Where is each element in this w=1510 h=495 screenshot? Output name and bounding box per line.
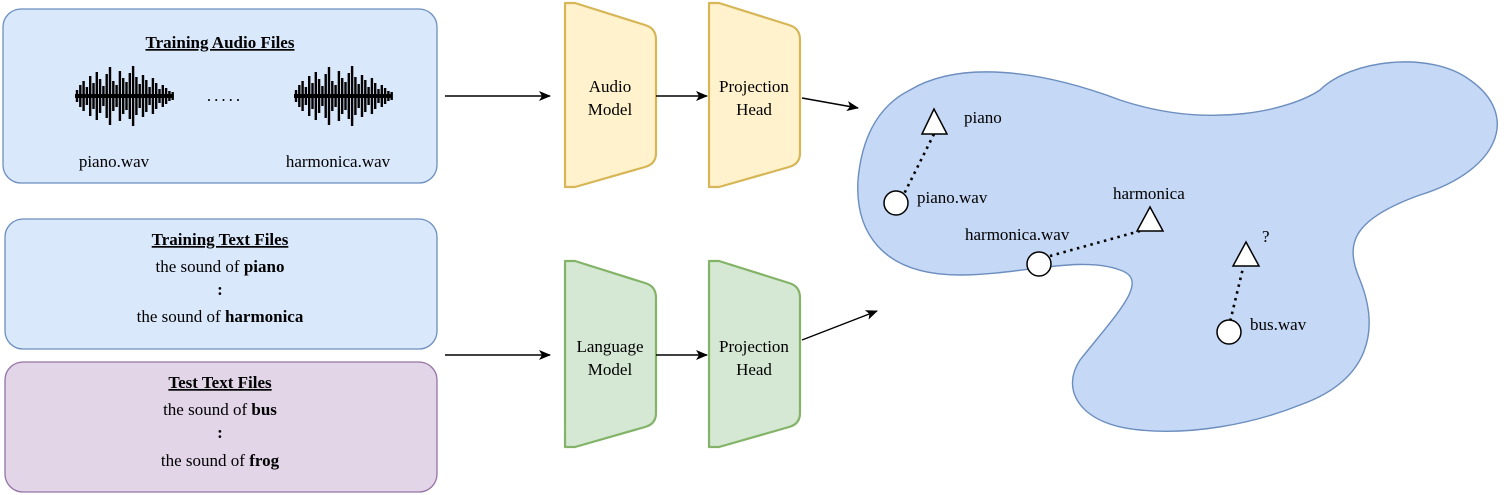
language-model-label: Model bbox=[588, 360, 633, 379]
circle-marker bbox=[1026, 251, 1052, 277]
text-line: the sound of harmonica bbox=[137, 307, 304, 326]
training-audio-title: Training Audio Files bbox=[146, 33, 295, 52]
audio-model-label: Model bbox=[588, 100, 633, 119]
vertical-ellipsis: : bbox=[217, 423, 223, 442]
embedding-label: ? bbox=[1262, 227, 1270, 246]
text-line: the sound of frog bbox=[161, 451, 280, 470]
test-text-title: Test Text Files bbox=[168, 373, 272, 392]
vertical-ellipsis: : bbox=[217, 280, 223, 299]
projection-head-block: Projection Head bbox=[707, 259, 802, 449]
audio-model-label: Audio bbox=[589, 77, 632, 96]
triangle-marker bbox=[1231, 240, 1261, 267]
audio-file-label: piano.wav bbox=[79, 152, 150, 171]
embedding-label: bus.wav bbox=[1250, 315, 1307, 334]
projection-head-block: Projection Head bbox=[707, 1, 802, 189]
embedding-space: piano piano.wav harmonica harmonica.wav … bbox=[857, 61, 1498, 432]
circle-marker bbox=[1216, 319, 1242, 345]
projection-head-label: Head bbox=[736, 100, 772, 119]
ellipsis: ..... bbox=[207, 86, 243, 105]
embedding-label: piano bbox=[964, 108, 1002, 127]
text-line: the sound of bus bbox=[163, 400, 277, 419]
language-model-block: Language Model bbox=[563, 259, 658, 449]
embedding-label: harmonica.wav bbox=[965, 225, 1070, 244]
arrow bbox=[801, 310, 878, 341]
arrow bbox=[801, 97, 859, 111]
link-dotted bbox=[1049, 229, 1141, 258]
triangle-marker bbox=[920, 107, 949, 135]
waveform-icon bbox=[75, 66, 174, 126]
projection-head-label: Projection bbox=[719, 77, 789, 96]
audio-file-label: harmonica.wav bbox=[286, 152, 391, 171]
training-audio-box: Training Audio Files ..... piano.wav har… bbox=[2, 8, 438, 184]
triangle-marker bbox=[1135, 205, 1165, 232]
text-line: the sound of piano bbox=[156, 257, 285, 276]
link-dotted bbox=[1228, 263, 1246, 323]
projection-head-label: Projection bbox=[719, 337, 789, 356]
test-text-box: Test Text Files the sound of bus : the s… bbox=[4, 361, 438, 493]
language-model-label: Language bbox=[576, 337, 643, 356]
embedding-label: harmonica bbox=[1113, 184, 1185, 203]
waveform-icon bbox=[294, 66, 393, 126]
audio-model-block: Audio Model bbox=[563, 1, 658, 189]
projection-head-label: Head bbox=[736, 360, 772, 379]
circle-marker bbox=[883, 190, 909, 216]
training-text-box: Training Text Files the sound of piano :… bbox=[4, 218, 438, 350]
embedding-label: piano.wav bbox=[917, 188, 988, 207]
training-text-title: Training Text Files bbox=[152, 230, 289, 249]
